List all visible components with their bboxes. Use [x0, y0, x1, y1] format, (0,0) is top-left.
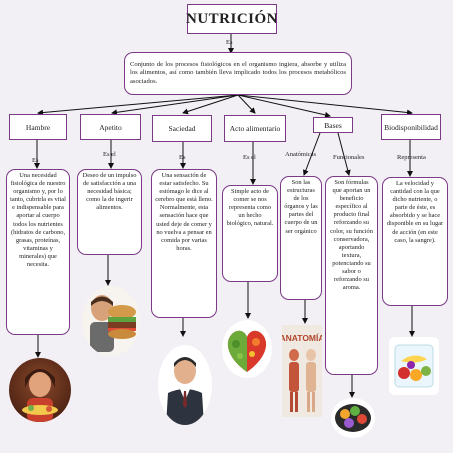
- description-saciedad: Una sensación de estar satisfecho. Su es…: [151, 169, 217, 318]
- description-funcionales: Son fórmulas que aportan un beneficio es…: [325, 176, 378, 375]
- description-acto-alimentario: Simple acto de comer se nos representa c…: [222, 185, 278, 282]
- description-apetito: Deseo de un impulso de satisfacción a un…: [77, 169, 142, 255]
- connector-anatomicas: Anatómicas: [285, 151, 317, 158]
- category-apetito: Apetito: [80, 114, 141, 140]
- vegetable-heart-image: [222, 320, 272, 378]
- category-hambre: Hambre: [9, 114, 67, 140]
- brain-food-image: [331, 398, 375, 438]
- category-bases: Bases: [313, 117, 353, 133]
- title-text: NUTRICIÓN: [186, 10, 279, 27]
- definition-text: Conjunto de los procesos fisiológicos en…: [130, 60, 346, 85]
- category-biodisponibilidad: Biodisponibilidad: [381, 114, 441, 140]
- connector-funcionales: Funcionales: [333, 154, 365, 161]
- title-box: NUTRICIÓN: [186, 4, 279, 34]
- connector-hambre: Es: [32, 157, 39, 164]
- definition-box: Conjunto de los procesos fisiológicos en…: [124, 52, 352, 95]
- description-anatomicas: Son las estructuras de los órganos y las…: [280, 176, 322, 300]
- connector-saciedad: Es: [179, 154, 186, 161]
- description-biodisponibilidad: La velocidad y cantidad con la que dicho…: [382, 177, 448, 306]
- title-connector: Es: [226, 39, 233, 46]
- anatomy-image: ANATOMÍA: [279, 325, 325, 417]
- fruit-bowl-image: [389, 337, 439, 395]
- connector-biodisponibilidad: Representa: [397, 154, 426, 161]
- connector-acto: Es el: [243, 154, 256, 161]
- man-in-suit-image: [158, 345, 212, 425]
- description-hambre: Una necesidad fisiológica de nuestro org…: [6, 169, 70, 335]
- man-with-burger-image: [82, 286, 140, 356]
- category-acto-alimentario: Acto alimentario: [224, 115, 286, 142]
- anatomy-title: ANATOMÍA: [282, 333, 322, 343]
- connector-apetito: Es el: [103, 151, 116, 158]
- category-saciedad: Saciedad: [152, 115, 212, 142]
- woman-eating-image: [9, 358, 71, 422]
